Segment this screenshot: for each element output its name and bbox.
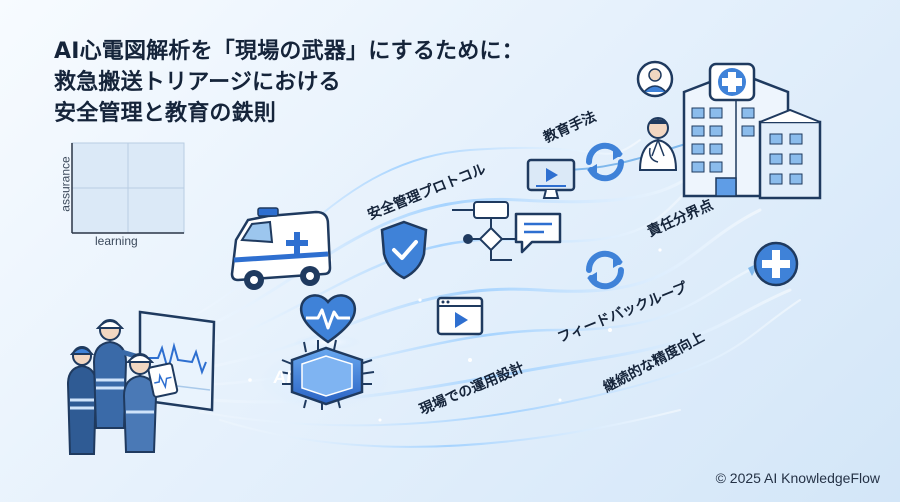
page-title: AI心電図解析を「現場の武器」にするために： 救急搬送トリアージにおける 安全管… bbox=[54, 36, 524, 129]
medical-cross-icon bbox=[750, 238, 802, 290]
chart-x-axis-label: learning bbox=[95, 234, 138, 248]
monitor-video-icon bbox=[526, 158, 576, 199]
title-line-3: 安全管理と教育の鉄則 bbox=[54, 101, 277, 126]
title-line-2: 救急搬送トリアージにおける bbox=[54, 70, 341, 95]
heart-ecg-icon bbox=[294, 294, 362, 350]
chat-bubble-icon bbox=[514, 212, 562, 254]
refresh-cycle-icon bbox=[585, 142, 625, 182]
ambulance-icon bbox=[230, 207, 332, 290]
hospital-icon bbox=[682, 62, 822, 200]
copyright-notice: © 2025 AI KnowledgeFlow bbox=[715, 470, 880, 486]
doctor-icon bbox=[638, 117, 678, 171]
video-player-icon bbox=[436, 296, 484, 336]
flowchart-icon bbox=[452, 201, 516, 261]
quadrant-chart bbox=[71, 142, 185, 234]
ai-chip-label: AI bbox=[272, 367, 292, 387]
title-line-1: AI心電図解析を「現場の武器」にするために： bbox=[54, 39, 524, 64]
rescue-workers-icon bbox=[66, 319, 158, 455]
ai-chip-icon bbox=[260, 339, 392, 410]
shield-check-icon bbox=[380, 220, 428, 280]
refresh-cycle-icon bbox=[585, 250, 625, 290]
doctor-icon bbox=[636, 60, 674, 98]
chart-y-axis-label: assurance bbox=[58, 156, 73, 212]
tablet-icon bbox=[147, 362, 179, 398]
